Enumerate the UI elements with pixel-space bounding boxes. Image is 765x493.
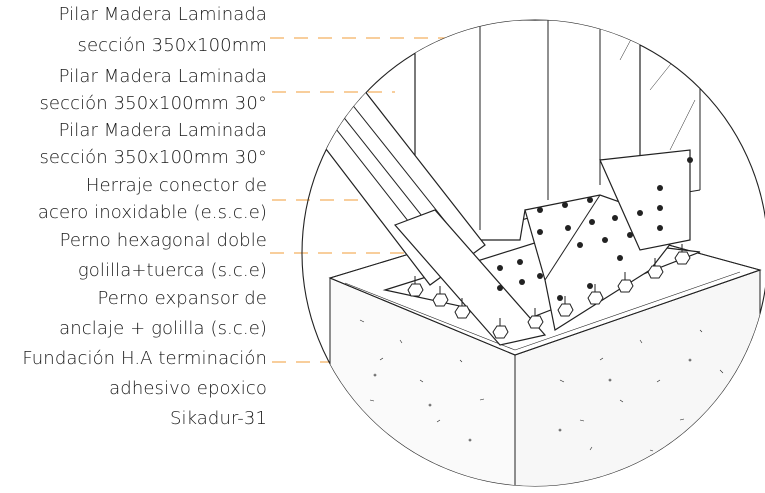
- label-inclined-column-a-section: sección 350x100mm 30°: [39, 93, 267, 114]
- anchor-bolts: [407, 244, 691, 339]
- callout-labels: Pilar Madera Laminada sección 350x100mm …: [0, 0, 275, 493]
- label-laminated-column-title: Pilar Madera Laminada: [58, 4, 267, 25]
- label-foundation-product: Sikadur-31: [169, 408, 267, 429]
- label-inclined-column-b-section: sección 350x100mm 30°: [39, 147, 267, 168]
- label-inclined-column-a-title: Pilar Madera Laminada: [58, 66, 267, 87]
- label-foundation-finish: adhesivo epoxico: [109, 378, 267, 399]
- label-inclined-column-b-title: Pilar Madera Laminada: [58, 120, 267, 141]
- label-hex-bolt-detail: golilla+tuerca (s.c.e): [77, 260, 267, 281]
- label-hex-bolt-title: Perno hexagonal doble: [59, 230, 267, 251]
- label-connector-title: Herraje conector de: [85, 175, 267, 196]
- label-anchor-bolt-title: Perno expansor de: [97, 288, 267, 309]
- label-foundation-title: Fundación H.A terminación: [22, 348, 267, 369]
- label-anchor-bolt-detail: anclaje + golilla (s.c.e): [59, 318, 267, 339]
- connector-bolts: [497, 157, 693, 301]
- label-laminated-column-section: sección 350x100mm: [77, 35, 267, 56]
- label-connector-detail: acero inoxidable (e.s.c.e): [37, 202, 267, 223]
- detail-content: [302, 20, 762, 486]
